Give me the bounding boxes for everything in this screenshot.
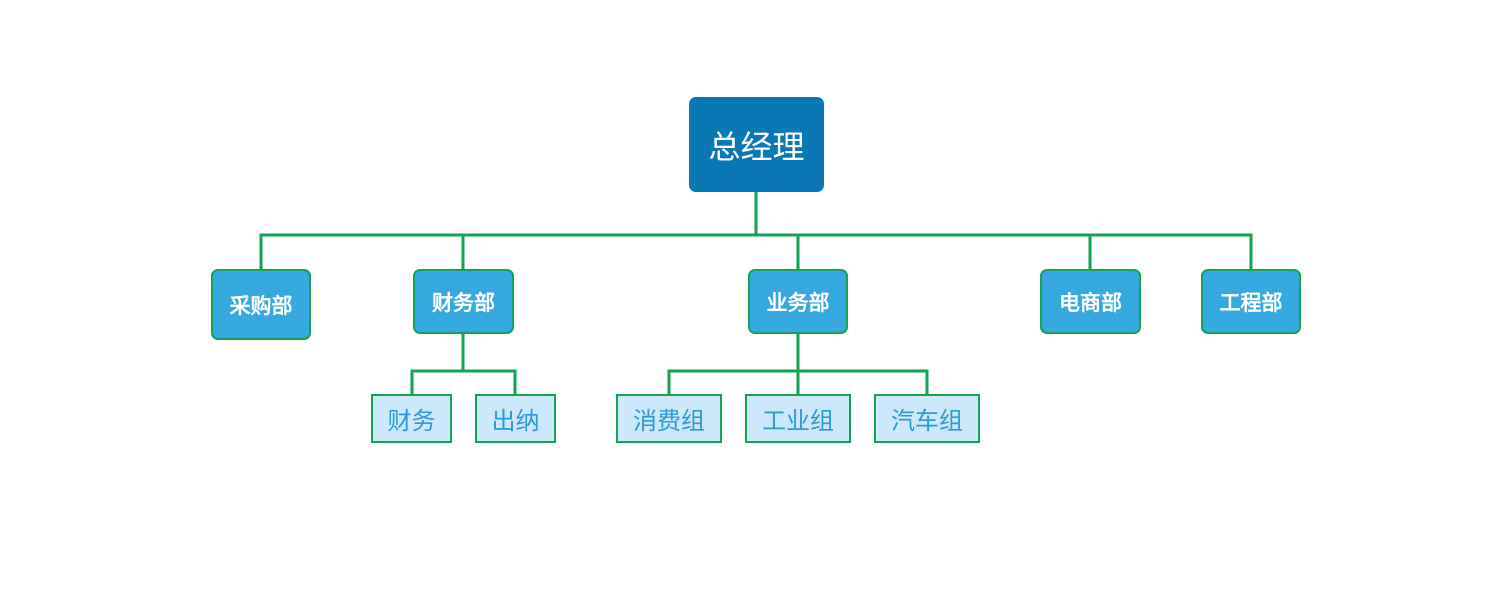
root-node-general-manager: 总经理 xyxy=(689,97,824,192)
department-node-ecommerce: 电商部 xyxy=(1040,269,1141,334)
department-node-purchasing: 采购部 xyxy=(211,269,311,340)
group-label: 消费组 xyxy=(633,407,705,435)
department-label: 采购部 xyxy=(229,293,293,318)
group-node-cashier: 出纳 xyxy=(475,394,556,443)
department-node-finance: 财务部 xyxy=(413,269,514,334)
group-node-consumer: 消费组 xyxy=(616,394,722,443)
department-label: 财务部 xyxy=(432,290,495,315)
group-label: 工业组 xyxy=(762,407,834,435)
department-label: 电商部 xyxy=(1059,290,1122,315)
group-node-finance: 财务 xyxy=(371,394,452,443)
department-node-engineering: 工程部 xyxy=(1201,269,1301,334)
department-label: 业务部 xyxy=(766,290,830,315)
root-node-label: 总经理 xyxy=(708,127,805,166)
group-node-automotive: 汽车组 xyxy=(874,394,980,443)
group-label: 财务 xyxy=(387,407,436,435)
group-node-industrial: 工业组 xyxy=(745,394,851,443)
group-label: 汽车组 xyxy=(891,407,963,435)
group-label: 出纳 xyxy=(491,407,540,435)
department-node-business: 业务部 xyxy=(748,269,848,334)
department-label: 工程部 xyxy=(1219,290,1283,315)
